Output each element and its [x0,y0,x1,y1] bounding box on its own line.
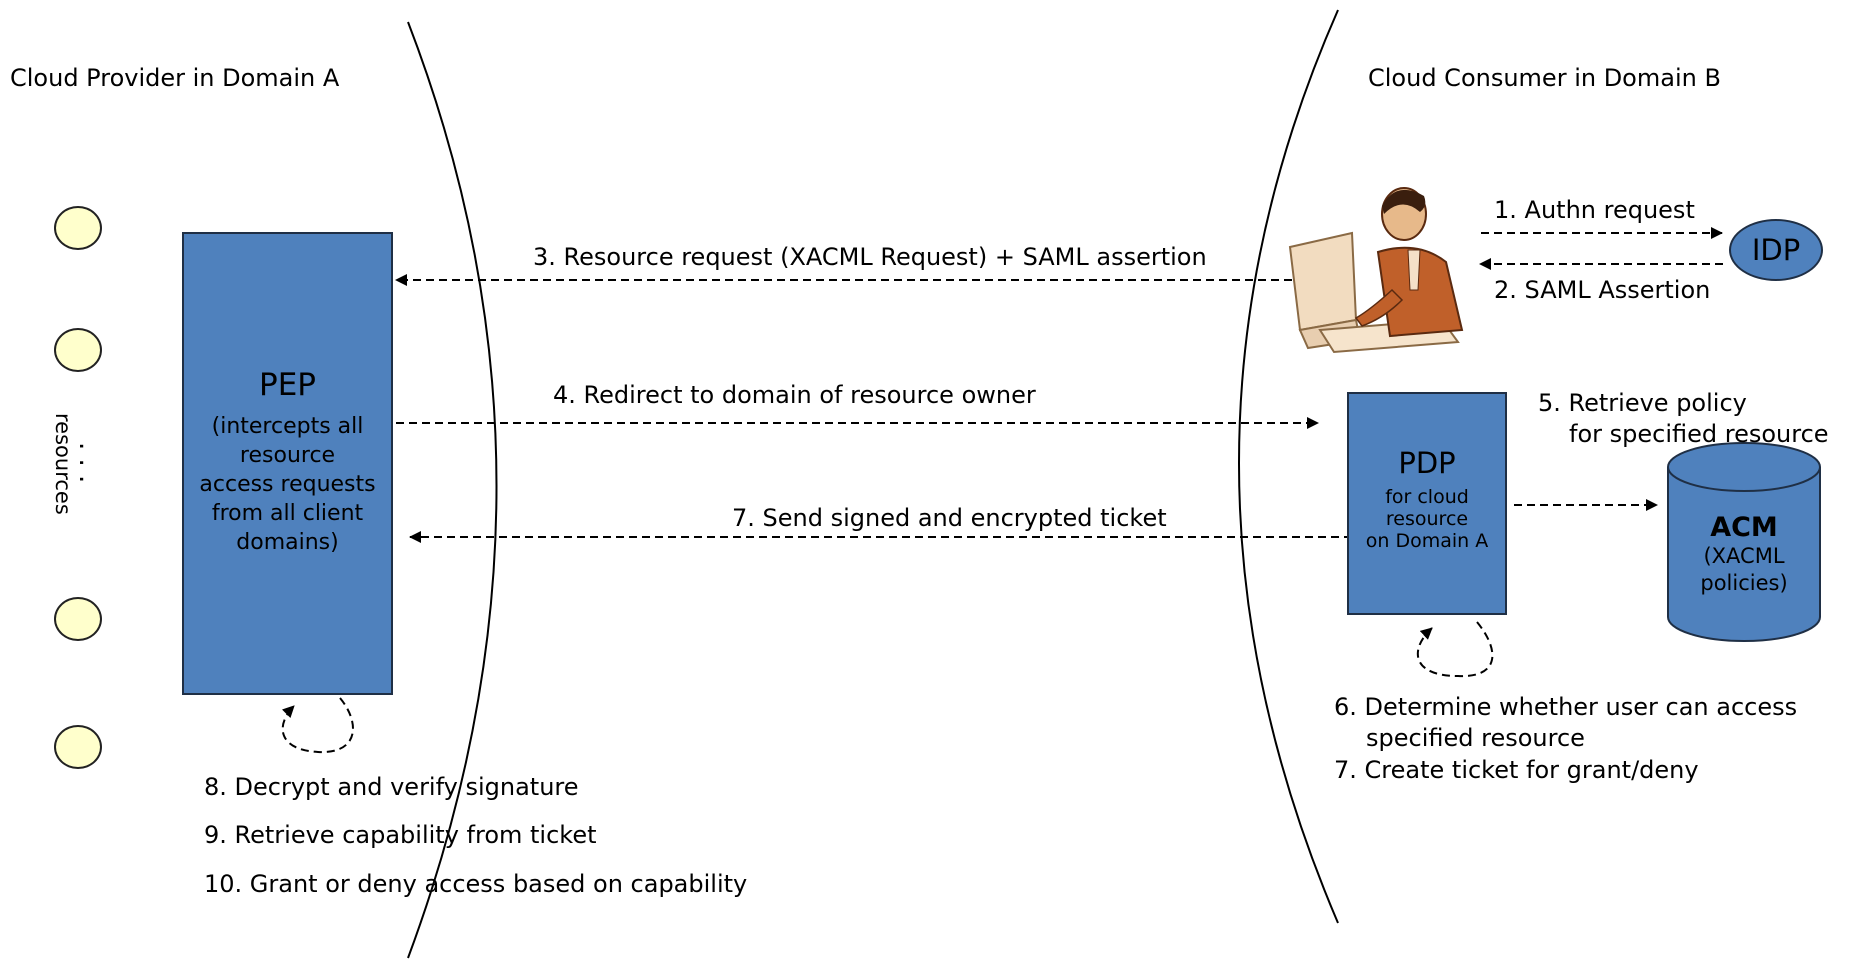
step-10-label: 10. Grant or deny access based on capabi… [204,870,748,898]
resource-circle [54,725,102,769]
idp-node: IDP [1729,219,1823,281]
domain-b-boundary [1238,9,1339,924]
pep-line: domains) [236,530,339,555]
resources-ellipsis: . . . [73,442,103,484]
pdp-line: on Domain A [1365,530,1489,552]
resource-circle [54,328,102,372]
step-3-label: 3. Resource request (XACML Request) + SA… [533,243,1207,271]
pdp-box: PDP for cloud resource on Domain A [1347,392,1507,615]
pdp-line: resource [1385,508,1469,530]
domain-a-boundary [407,21,498,959]
domain-a-title: Cloud Provider in Domain A [10,64,340,92]
step-7-send-label: 7. Send signed and encrypted ticket [732,504,1167,532]
step-9-label: 9. Retrieve capability from ticket [204,821,597,849]
step-2-label: 2. SAML Assertion [1494,276,1711,304]
acm-line: (XACML [1703,544,1785,568]
pdp-description: for cloud resource on Domain A [1349,486,1505,552]
pep-title: PEP [259,367,316,403]
pep-line: access requests [199,472,376,497]
step-7-create-label: 7. Create ticket for grant/deny [1334,756,1699,784]
step-1-label: 1. Authn request [1494,196,1695,224]
pep-line: resource [239,443,336,468]
arrow-step-8-loop [281,697,354,754]
pep-description: (intercepts all resource access requests… [184,412,391,557]
step-5-label-line-1: 5. Retrieve policy [1538,389,1747,417]
domain-b-title: Cloud Consumer in Domain B [1368,64,1721,92]
pep-line: (intercepts all [211,414,364,439]
acm-title: ACM [1710,512,1778,543]
pdp-title: PDP [1398,446,1456,480]
step-6-label-line-1: 6. Determine whether user can access [1334,693,1798,721]
pep-box: PEP (intercepts all resource access requ… [182,232,393,695]
arrow-step-6-loop [1416,621,1494,678]
step-5-label-line-2: for specified resource [1569,420,1829,448]
step-8-label: 8. Decrypt and verify signature [204,773,579,801]
pdp-line: for cloud [1385,486,1469,508]
idp-title: IDP [1751,233,1801,267]
acm-line: policies) [1700,571,1788,595]
resource-circle [54,597,102,641]
acm-label: ACM (XACML policies) [1668,512,1820,597]
resource-circle [54,206,102,250]
step-6-label-line-2: specified resource [1366,724,1585,752]
pep-line: from all client [211,501,364,526]
step-4-label: 4. Redirect to domain of resource owner [553,381,1036,409]
